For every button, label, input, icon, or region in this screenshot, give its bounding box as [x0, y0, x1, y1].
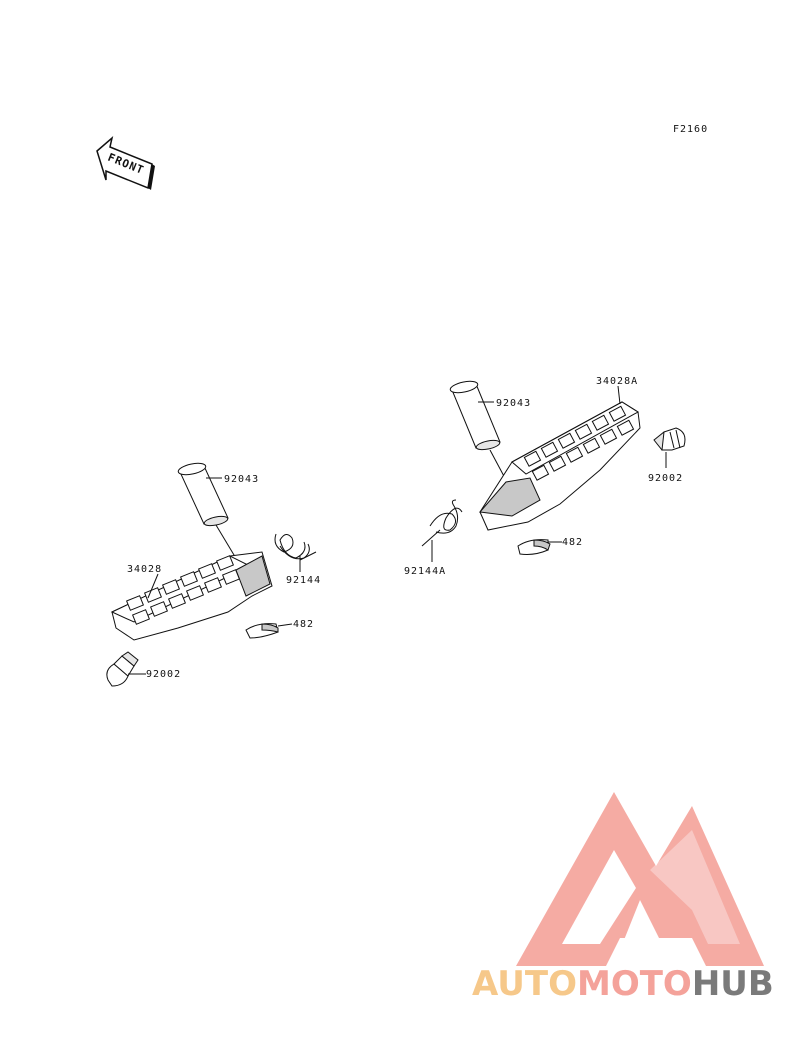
- right-rubber-label: 92002: [648, 473, 683, 484]
- watermark-auto: AUTO: [472, 964, 577, 1004]
- right-pin: [449, 380, 501, 451]
- watermark: AUTOMOTOHUB: [472, 792, 774, 1004]
- left-rubber-label: 92002: [146, 669, 181, 680]
- left-footpeg-label: 34028: [127, 564, 162, 575]
- right-footpeg-grip: [523, 405, 635, 481]
- right-rubber: [653, 427, 686, 451]
- right-assembly: 92043 34028A: [404, 376, 686, 577]
- right-clip-label: 482: [562, 537, 583, 548]
- left-footpeg: [110, 551, 273, 641]
- left-pin-label: 92043: [224, 474, 259, 485]
- left-rubber: [106, 651, 139, 687]
- figure-code: F2160: [673, 124, 708, 135]
- watermark-logo-icon: [516, 792, 764, 966]
- right-pin-label: 92043: [496, 398, 531, 409]
- left-pin: [177, 462, 229, 527]
- left-clip-label: 482: [293, 619, 314, 630]
- front-arrow-icon: FRONT: [96, 135, 155, 190]
- right-spring: [421, 499, 463, 547]
- left-footpeg-grip: [125, 555, 241, 625]
- watermark-hub: HUB: [692, 964, 774, 1004]
- left-clip: [245, 623, 279, 639]
- left-spring: [274, 533, 317, 561]
- left-spring-label: 92144: [286, 575, 321, 586]
- right-footpeg: [479, 401, 641, 531]
- right-clip: [517, 539, 551, 555]
- left-assembly: 92043 34028: [106, 462, 321, 687]
- watermark-moto: MOTO: [577, 964, 692, 1004]
- right-footpeg-label: 34028A: [596, 376, 638, 387]
- right-spring-label: 92144A: [404, 566, 446, 577]
- watermark-text: AUTOMOTOHUB: [472, 964, 774, 1004]
